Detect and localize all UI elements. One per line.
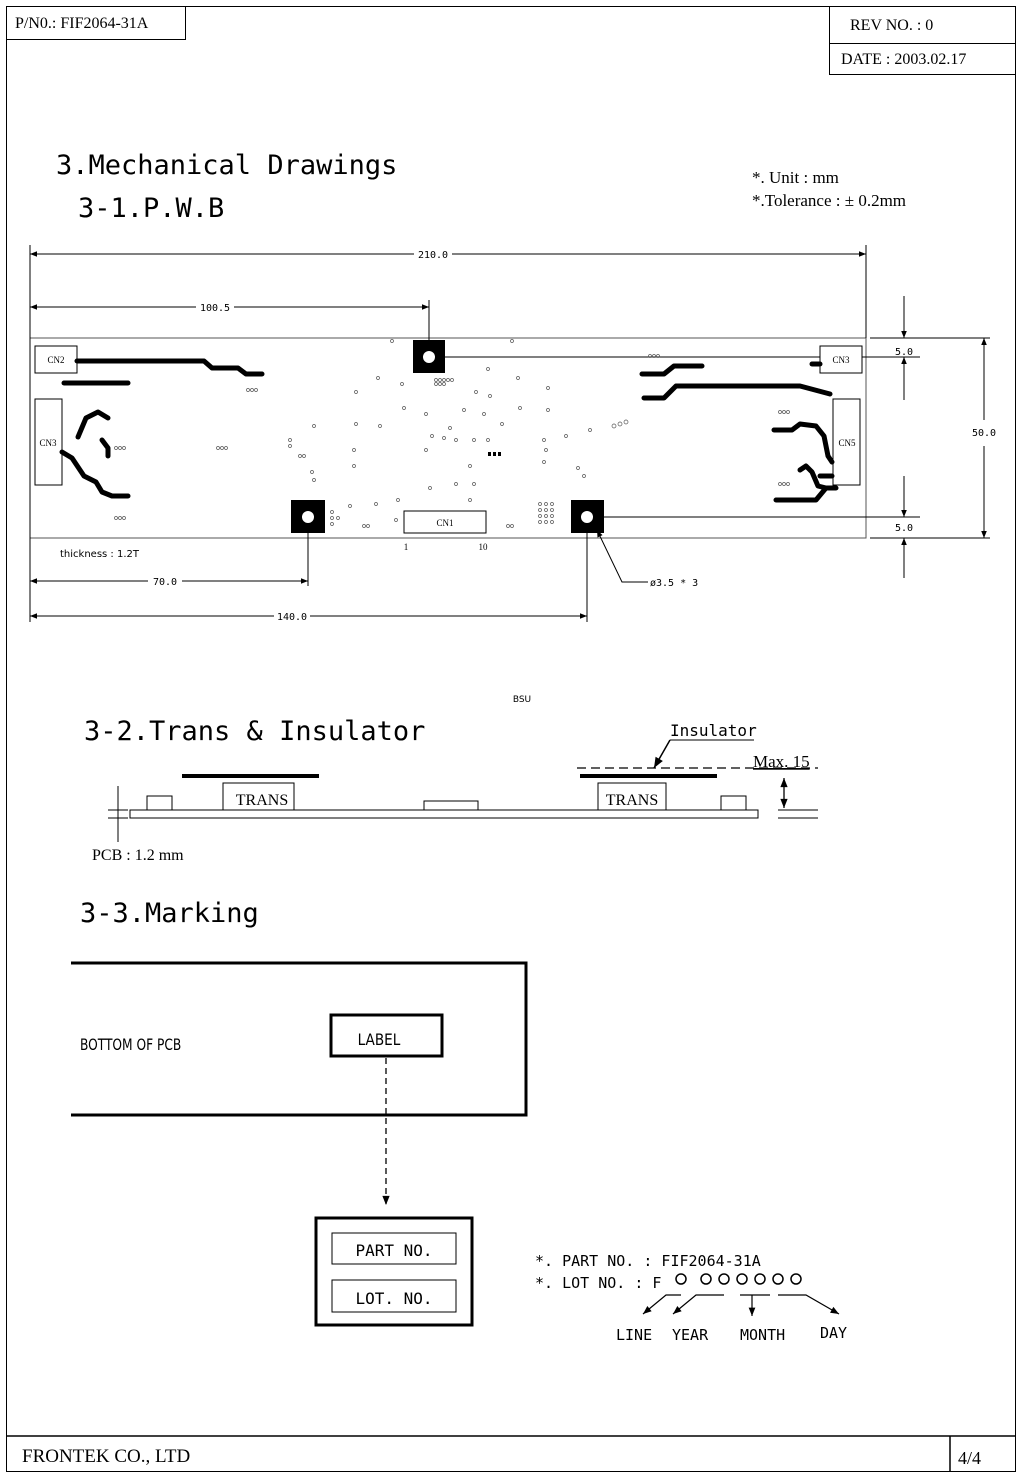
- board-thickness: thickness : 1.2T: [60, 549, 140, 560]
- cn1-label: CN1: [436, 518, 453, 528]
- pcb-bottom-outline: [71, 961, 528, 1117]
- trans-title: 3-2.Trans & Insulator: [84, 716, 426, 747]
- label-box: [329, 1013, 444, 1058]
- dim-top-margin: 5.0: [895, 347, 913, 358]
- insulator-label: Insulator: [670, 721, 757, 740]
- trans-left: [222, 782, 295, 811]
- part-number-box: P/N0.: FIF2064-31A: [6, 6, 186, 40]
- lot-day-label: DAY: [820, 1324, 847, 1342]
- bsu-mark: BSU: [513, 695, 531, 705]
- pcb-pads: [488, 452, 501, 456]
- cn3-right-label: CN3: [832, 355, 850, 365]
- dim-hole-left-x: 70.0: [153, 577, 177, 588]
- max-height-label: Max. 15: [753, 752, 810, 771]
- trans-right: [597, 782, 667, 811]
- lot-line-label: LINE: [616, 1326, 652, 1344]
- marking-title: 3-3.Marking: [80, 898, 259, 929]
- pwb-board: [29, 337, 867, 539]
- label-detail-box: [314, 1216, 474, 1327]
- pwb-title: 3-1.P.W.B: [78, 193, 225, 224]
- page-number: 4/4: [958, 1448, 982, 1468]
- pcb-side: [129, 809, 759, 819]
- bottom-of-pcb-label: BOTTOM OF PCB: [80, 1036, 181, 1054]
- cn1-pin-10: 10: [479, 542, 489, 552]
- cn3-left-label: CN3: [39, 438, 57, 448]
- trans-side-view: [108, 739, 818, 842]
- connector-cn5: [832, 398, 861, 486]
- marking-drawing: [71, 961, 840, 1327]
- dim-hole-right-x: 140.0: [277, 612, 307, 623]
- part-number: P/N0.: FIF2064-31A: [15, 15, 149, 32]
- label-text: LABEL: [358, 1031, 401, 1049]
- lot-no-box-label: LOT. NO.: [355, 1289, 432, 1308]
- lot-no-line: *. LOT NO. : F: [535, 1274, 661, 1292]
- lot-no-digits: [675, 1273, 802, 1285]
- rev-number: REV NO. : 0: [850, 17, 934, 34]
- unit-note: *. Unit : mm: [752, 168, 839, 187]
- pcb-components: [114, 339, 790, 528]
- part-no-box-label: PART NO.: [355, 1241, 432, 1260]
- dim-bottom-margin: 5.0: [895, 523, 913, 534]
- lot-month-label: MONTH: [740, 1326, 785, 1344]
- date-box: DATE : 2003.02.17: [829, 43, 1016, 75]
- lot-no-box: [331, 1279, 457, 1313]
- cn2-label: CN2: [47, 355, 64, 365]
- cn5-label: CN5: [838, 438, 856, 448]
- company-name: FRONTEK CO., LTD: [22, 1446, 191, 1467]
- main-title: 3.Mechanical Drawings: [56, 150, 398, 181]
- connector-cn1: [403, 510, 487, 534]
- pcb-traces: [59, 358, 839, 503]
- dim-board-height: 50.0: [972, 428, 996, 439]
- pcb-thickness-label: PCB : 1.2 mm: [92, 847, 184, 864]
- part-no-line: *. PART NO. : FIF2064-31A: [535, 1252, 761, 1270]
- mounting-hole-top: [413, 340, 445, 373]
- trans-right-label: TRANS: [606, 792, 658, 809]
- lot-year-label: YEAR: [672, 1326, 709, 1344]
- page-frame: [6, 6, 1016, 1472]
- dim-total-width: 210.0: [418, 250, 448, 261]
- mounting-hole-right: [571, 500, 604, 533]
- mounting-hole-left: [291, 500, 325, 533]
- cn1-pin-1: 1: [404, 542, 409, 552]
- hole-diameter-note: ø3.5 * 3: [650, 578, 698, 589]
- part-no-box: [331, 1232, 457, 1265]
- connector-cn3-left: [34, 398, 63, 486]
- connector-cn3-right: [819, 345, 863, 374]
- dim-hole-top-x: 100.5: [200, 303, 230, 314]
- revision-date: DATE : 2003.02.17: [841, 51, 967, 68]
- tolerance-note: *.Tolerance : ± 0.2mm: [752, 191, 907, 210]
- trans-left-label: TRANS: [236, 792, 288, 809]
